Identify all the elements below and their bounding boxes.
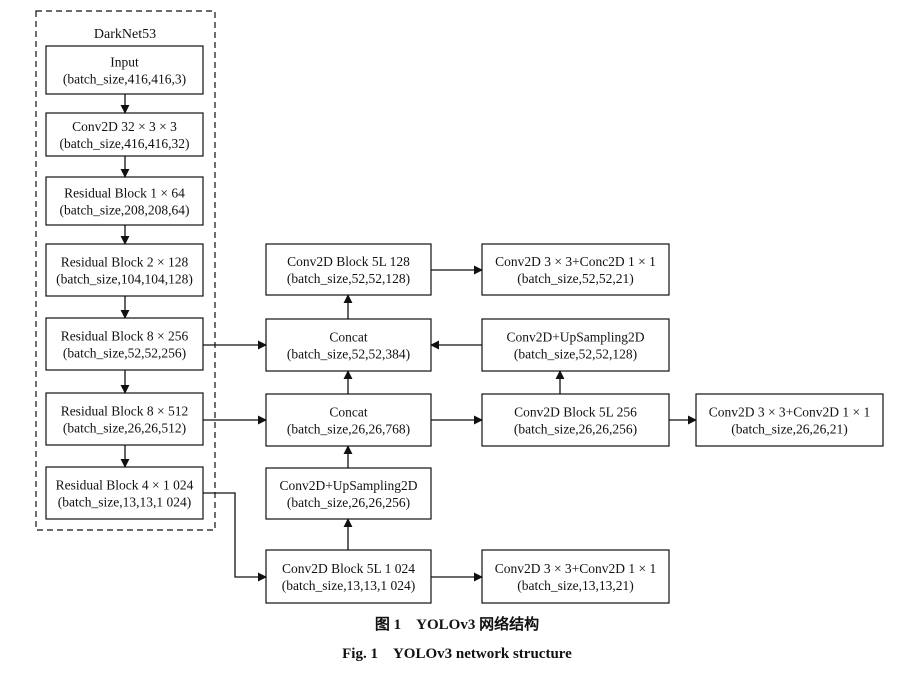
node-box [481, 318, 670, 372]
node-shape-label: (batch_size,416,416,3) [63, 72, 186, 87]
node-conv-block-5l-1024: Conv2D Block 5L 1 024 (batch_size,13,13,1… [265, 549, 432, 604]
node-shape-label: (batch_size,26,26,256) [514, 422, 637, 437]
node-label: Residual Block 4 × 1 024 [56, 478, 194, 493]
figure-caption-english: Fig. 1 YOLOv3 network structure [342, 646, 572, 662]
node-head-26: Conv2D 3 × 3+Conv2D 1 × 1 (batch_size,26,… [695, 393, 884, 447]
node-label: Input [110, 55, 139, 70]
node-shape-label: (batch_size,26,26,256) [287, 495, 410, 510]
node-label: Concat [329, 405, 367, 420]
node-box [265, 243, 432, 296]
node-conv-block-5l-128: Conv2D Block 5L 128 (batch_size,52,52,128… [265, 243, 432, 296]
node-res-8x512: Residual Block 8 × 512 (batch_size,26,26,… [45, 392, 204, 446]
node-label: Residual Block 1 × 64 [64, 186, 185, 201]
node-shape-label: (batch_size,416,416,32) [59, 136, 189, 151]
node-box [45, 45, 204, 95]
node-res-1x64: Residual Block 1 × 64 (batch_size,208,208… [45, 176, 204, 226]
node-upsample-52: Conv2D+UpSampling2D (batch_size,52,52,128… [481, 318, 670, 372]
node-shape-label: (batch_size,52,52,384) [287, 347, 410, 362]
node-box [45, 112, 204, 157]
node-label: Conv2D 3 × 3+Conv2D 1 × 1 [495, 561, 657, 576]
node-shape-label: (batch_size,13,13,1 024) [282, 578, 415, 593]
node-conv-block-5l-256: Conv2D Block 5L 256 (batch_size,26,26,256… [481, 393, 670, 447]
node-upsample-26: Conv2D+UpSampling2D (batch_size,26,26,256… [265, 467, 432, 520]
node-box [481, 393, 670, 447]
node-box [45, 317, 204, 371]
node-shape-label: (batch_size,26,26,768) [287, 422, 410, 437]
node-box [45, 243, 204, 297]
node-box [45, 466, 204, 520]
node-label: Conv2D 3 × 3+Conc2D 1 × 1 [495, 254, 656, 269]
node-label: Residual Block 2 × 128 [61, 255, 189, 270]
node-conv2d-32: Conv2D 32 × 3 × 3 (batch_size,416,416,32) [45, 112, 204, 157]
node-label: Conv2D Block 5L 128 [287, 254, 410, 269]
node-box [265, 549, 432, 604]
node-shape-label: (batch_size,52,52,128) [287, 271, 410, 286]
node-shape-label: (batch_size,52,52,128) [514, 347, 637, 362]
node-label: Conv2D 3 × 3+Conv2D 1 × 1 [709, 405, 871, 420]
node-shape-label: (batch_size,208,208,64) [59, 203, 189, 218]
node-shape-label: (batch_size,26,26,512) [63, 421, 186, 436]
node-label: Conv2D+UpSampling2D [279, 478, 417, 493]
node-res-4x1024: Residual Block 4 × 1 024 (batch_size,13,1… [45, 466, 204, 520]
node-res-2x128: Residual Block 2 × 128 (batch_size,104,10… [45, 243, 204, 297]
node-head-52: Conv2D 3 × 3+Conc2D 1 × 1 (batch_size,52,… [481, 243, 670, 296]
node-shape-label: (batch_size,52,52,21) [517, 271, 634, 286]
node-shape-label: (batch_size,104,104,128) [56, 272, 193, 287]
node-label: Conv2D+UpSampling2D [506, 330, 644, 345]
node-box [265, 467, 432, 520]
node-label: Concat [329, 330, 367, 345]
node-shape-label: (batch_size,52,52,256) [63, 346, 186, 361]
arrow-res4-to-convblock1024 [203, 492, 267, 582]
node-shape-label: (batch_size,13,13,21) [517, 578, 634, 593]
node-box [265, 393, 432, 447]
node-concat-26: Concat (batch_size,26,26,768) [265, 393, 432, 447]
node-label: Conv2D Block 5L 256 [514, 405, 637, 420]
node-box [45, 392, 204, 446]
node-concat-52: Concat (batch_size,52,52,384) [265, 318, 432, 372]
node-label: Residual Block 8 × 512 [61, 404, 189, 419]
figure-caption-chinese: 图 1 YOLOv3 网络结构 [374, 617, 540, 633]
node-box [45, 176, 204, 226]
node-label: Conv2D 32 × 3 × 3 [72, 119, 177, 134]
node-shape-label: (batch_size,13,13,1 024) [58, 495, 191, 510]
node-shape-label: (batch_size,26,26,21) [731, 422, 848, 437]
darknet53-title: DarkNet53 [94, 27, 156, 42]
node-box [481, 243, 670, 296]
node-box [265, 318, 432, 372]
node-input: Input (batch_size,416,416,3) [45, 45, 204, 95]
node-box [695, 393, 884, 447]
node-box [481, 549, 670, 604]
node-label: Conv2D Block 5L 1 024 [282, 561, 415, 576]
node-res-8x256: Residual Block 8 × 256 (batch_size,52,52,… [45, 317, 204, 371]
node-head-13: Conv2D 3 × 3+Conv2D 1 × 1 (batch_size,13,… [481, 549, 670, 604]
node-label: Residual Block 8 × 256 [61, 329, 189, 344]
